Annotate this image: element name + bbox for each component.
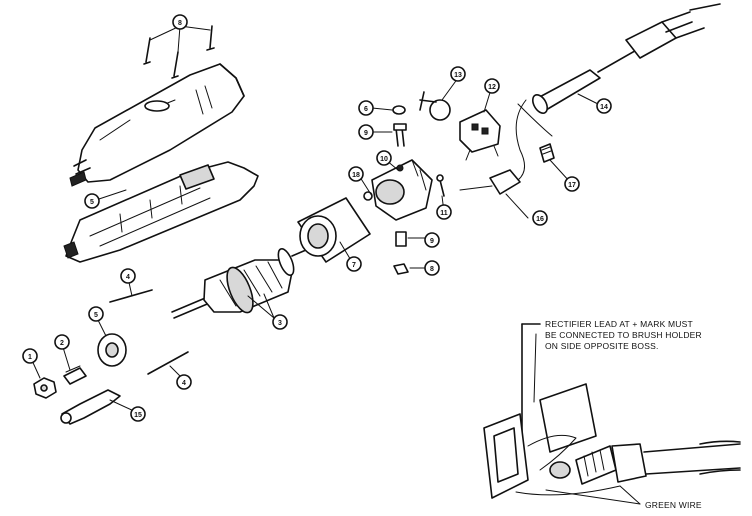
svg-text:14: 14 [600,104,608,111]
svg-text:1: 1 [28,354,32,361]
screw-nut-parts-8-9 [392,105,409,275]
brush-holder-assembly [363,159,433,221]
collet-part-2 [63,365,87,385]
svg-text:7: 7 [352,262,356,269]
armature-part-3 [171,248,307,319]
nut-part-5 [97,333,127,367]
screw-part-11 [436,174,445,197]
callout-7: 7 [346,256,362,272]
callout-12: 12 [484,78,500,94]
callout-9-upper: 9 [358,124,374,140]
wrench-part-15 [60,389,121,425]
part-13 [419,91,451,121]
green-wire-label: GREEN WIRE [645,500,702,510]
nut-part-1 [33,377,57,399]
housing-bottom [63,161,259,263]
svg-text:8: 8 [430,266,434,273]
svg-text:5: 5 [94,312,98,319]
callout-14: 14 [596,98,612,114]
callout-9-lower: 9 [424,232,440,248]
svg-text:10: 10 [380,156,388,163]
callout-4-lower: 4 [176,374,192,390]
part-17 [539,143,555,163]
switch-part-12 [459,109,501,161]
svg-text:13: 13 [454,72,462,79]
svg-text:4: 4 [182,380,186,387]
svg-text:3: 3 [278,320,282,327]
rectifier-note-line3: ON SIDE OPPOSITE BOSS. [545,341,659,351]
wiring-inset [483,323,741,505]
rectifier-part-16 [459,99,527,195]
callout-4-upper: 4 [120,268,136,284]
housing-top [69,63,245,187]
svg-text:2: 2 [60,340,64,347]
svg-text:17: 17 [568,182,576,189]
callout-15: 15 [130,406,146,422]
callout-10: 10 [376,150,392,166]
svg-text:4: 4 [126,274,130,281]
svg-text:6: 6 [364,106,368,113]
svg-text:9: 9 [430,238,434,245]
callout-16: 16 [532,210,548,226]
callout-11: 11 [436,204,452,220]
callout-13: 13 [450,66,466,82]
svg-text:15: 15 [134,412,142,419]
callout-1: 1 [22,348,38,364]
callout-5-housing: 5 [84,193,100,209]
svg-text:5: 5 [90,199,94,206]
screws-part-8 [143,25,215,79]
svg-text:8: 8 [178,20,182,27]
pin-part-4 [109,289,189,375]
callout-2: 2 [54,334,70,350]
rectifier-note-line1: RECTIFIER LEAD AT + MARK MUST [545,319,693,329]
callout-5-nut: 5 [88,306,104,322]
callout-8-lower: 8 [424,260,440,276]
cord-plug-part-14 [517,3,721,137]
callout-6: 6 [358,100,374,116]
svg-text:16: 16 [536,216,544,223]
field-shroud-part-7 [297,197,371,263]
svg-text:12: 12 [488,84,496,91]
callout-8-top: 8 [172,14,188,30]
callout-17: 17 [564,176,580,192]
callout-18: 18 [348,166,364,182]
svg-text:18: 18 [352,172,360,179]
rectifier-note-line2: BE CONNECTED TO BRUSH HOLDER [545,330,702,340]
callout-3: 3 [272,314,288,330]
svg-text:9: 9 [364,130,368,137]
svg-text:11: 11 [440,210,448,217]
